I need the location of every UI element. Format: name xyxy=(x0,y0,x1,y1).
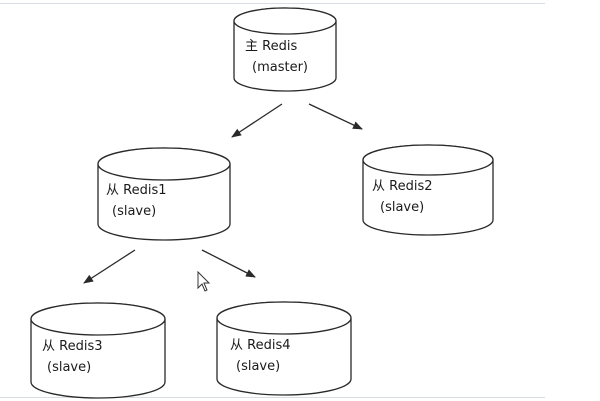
edge-redis1-redis4 xyxy=(201,249,256,278)
node-master-top xyxy=(233,7,337,35)
edge-master-redis1 xyxy=(231,103,283,138)
node-redis2: 从 Redis2 (slave) xyxy=(362,144,494,236)
node-redis3: 从 Redis3 (slave) xyxy=(30,302,166,399)
node-redis3-label: 从 Redis3 xyxy=(42,339,103,354)
mouse-cursor-icon xyxy=(197,270,211,292)
node-redis3-sublabel: (slave) xyxy=(47,360,91,375)
node-redis1-sublabel: (slave) xyxy=(112,204,156,219)
node-redis4-label: 从 Redis4 xyxy=(230,338,291,353)
edge-redis1-redis3 xyxy=(83,249,136,284)
node-redis2-label: 从 Redis2 xyxy=(372,179,433,194)
edges xyxy=(83,103,363,284)
node-redis4-top xyxy=(216,301,352,335)
node-redis2-top xyxy=(362,144,494,176)
edge-master-redis2 xyxy=(308,103,363,130)
node-redis4: 从 Redis4 (slave) xyxy=(216,301,352,396)
node-redis1: 从 Redis1 (slave) xyxy=(97,147,231,241)
node-redis3-top xyxy=(30,302,166,336)
node-redis1-label: 从 Redis1 xyxy=(106,183,167,198)
node-redis2-sublabel: (slave) xyxy=(380,200,424,215)
node-redis4-sublabel: (slave) xyxy=(236,359,280,374)
node-master-sublabel: (master) xyxy=(252,60,308,75)
node-master-label: 主 Redis xyxy=(245,39,297,54)
node-master: 主 Redis (master) xyxy=(233,7,337,92)
node-redis1-top xyxy=(97,147,231,181)
